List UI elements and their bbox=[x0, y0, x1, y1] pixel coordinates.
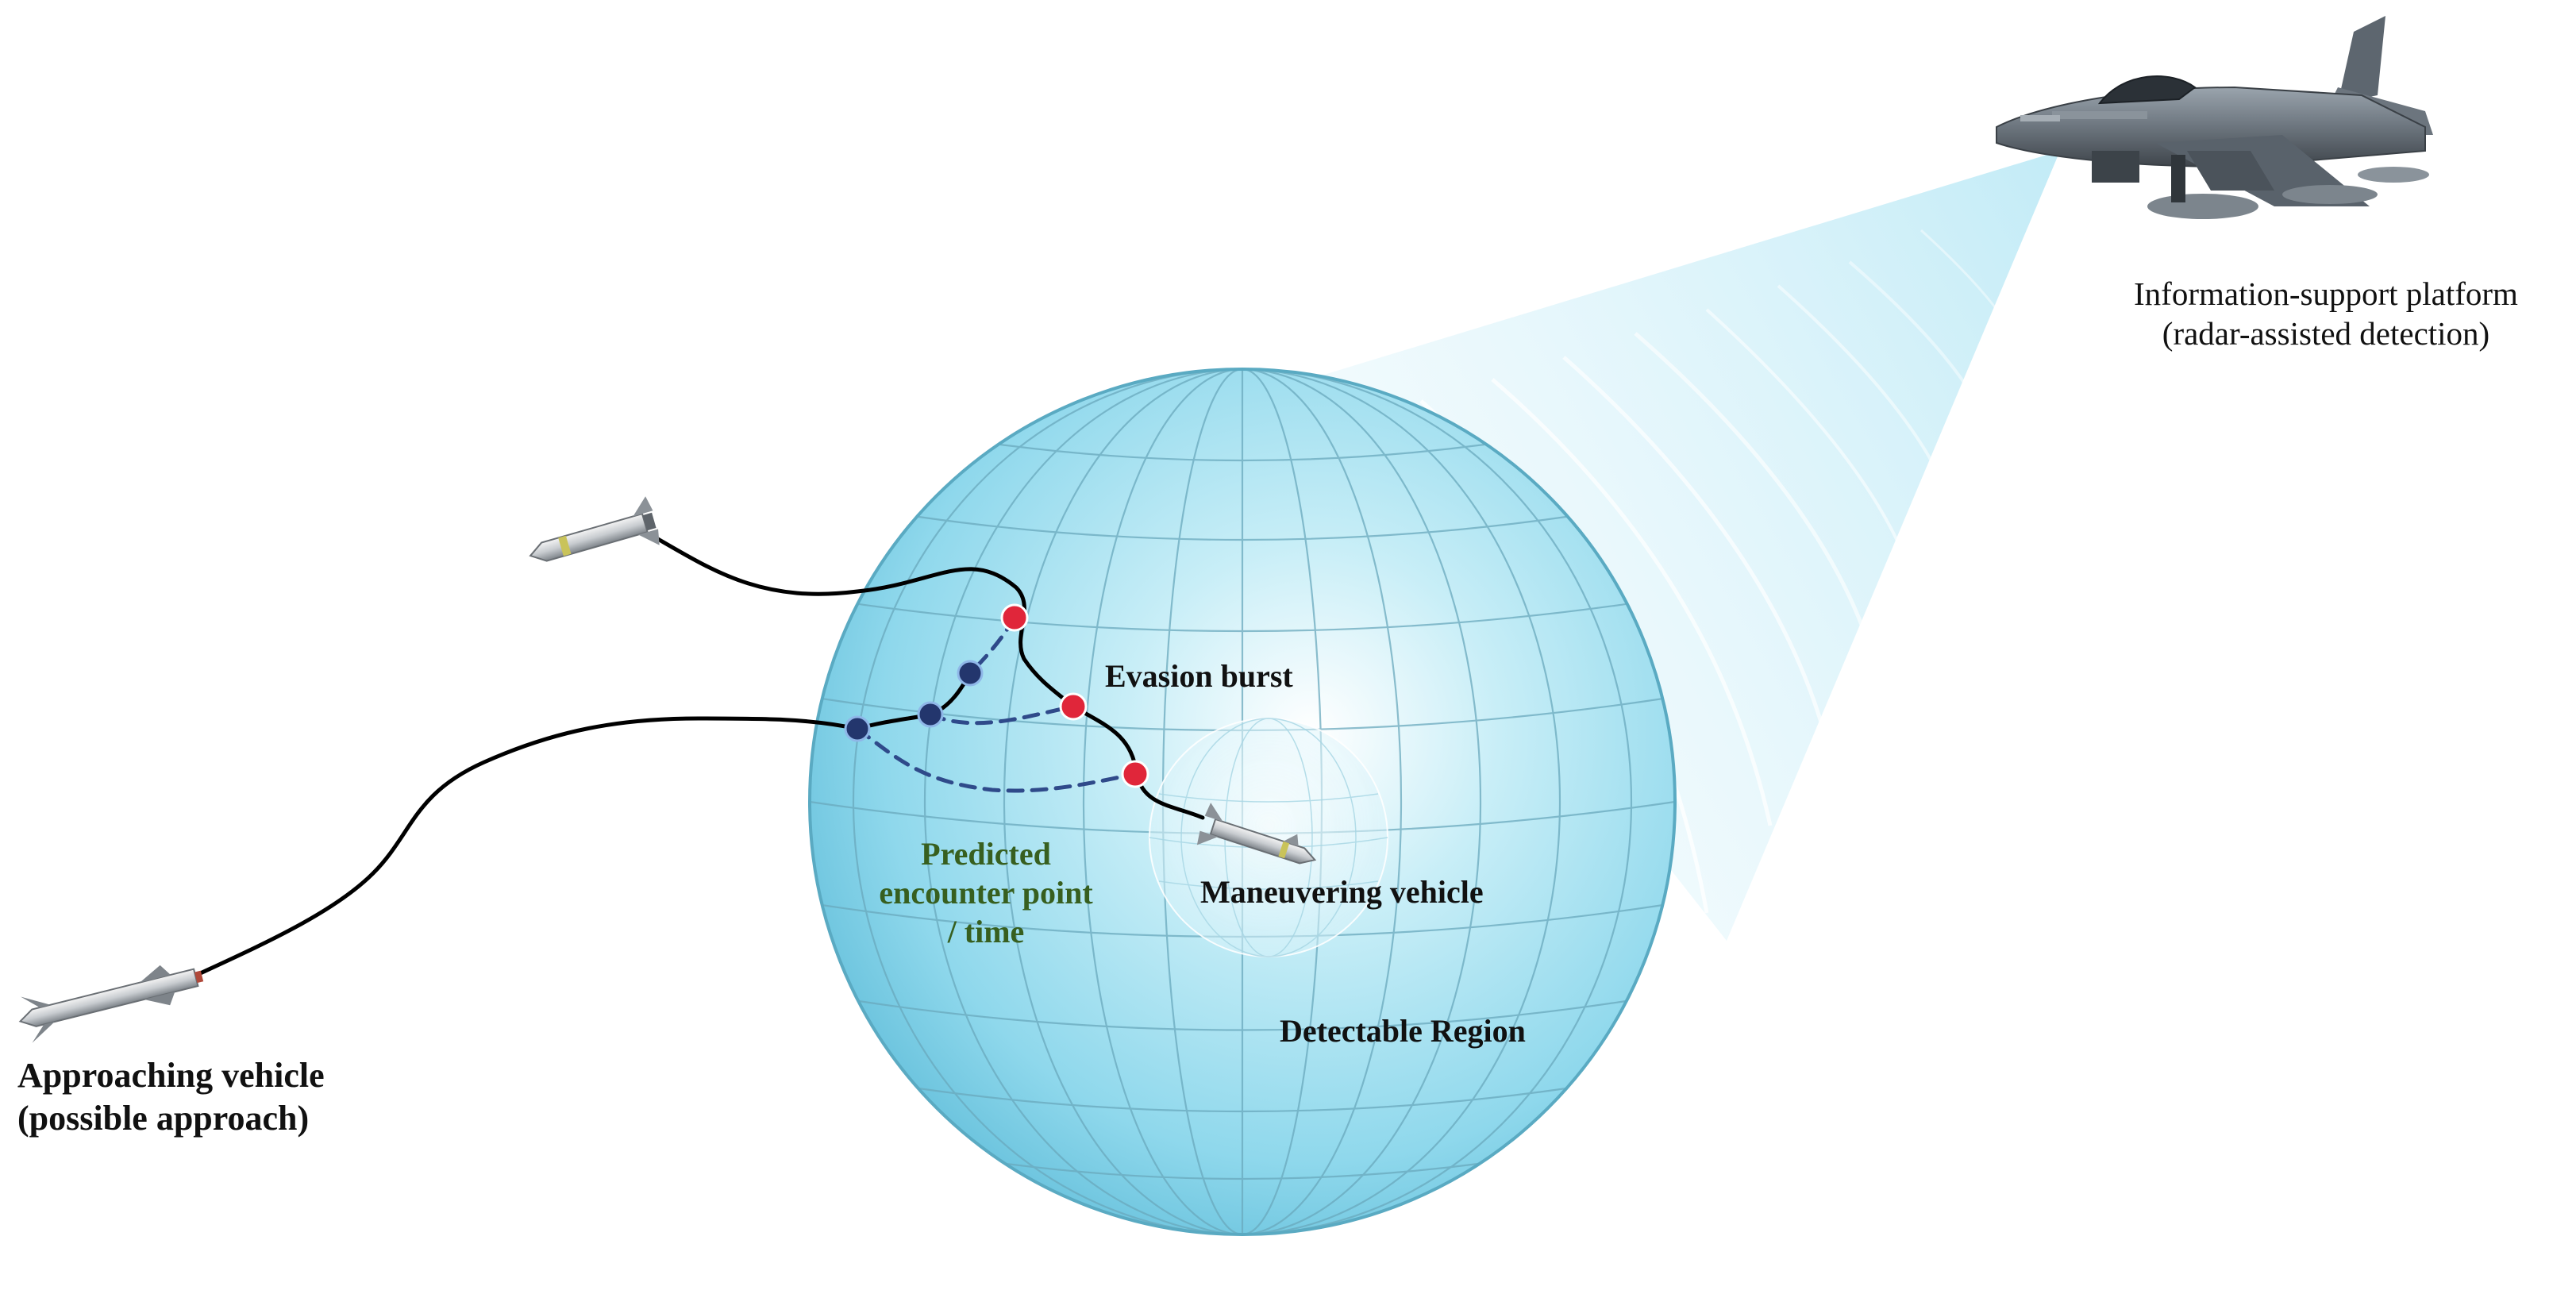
missile-icon bbox=[529, 496, 660, 562]
approach-label-line1: Approaching vehicle bbox=[17, 1056, 325, 1095]
approach-label-line2: (possible approach) bbox=[17, 1098, 310, 1138]
evasion-burst-label: Evasion burst bbox=[1105, 658, 1293, 694]
fighter-jet-icon bbox=[1996, 16, 2433, 219]
predicted-label-line1: Predicted bbox=[921, 836, 1051, 872]
platform-label-line1: Information-support platform bbox=[2134, 275, 2518, 312]
missile-icon bbox=[18, 965, 204, 1043]
red-node bbox=[1121, 760, 1149, 788]
red-node bbox=[1000, 603, 1029, 632]
encounter-nodes bbox=[844, 603, 1149, 788]
predicted-encounter-label: Predicted encounter point / time bbox=[859, 835, 1113, 951]
predicted-label-line2: encounter point bbox=[879, 874, 1093, 911]
red-node bbox=[1059, 692, 1088, 721]
approach-vehicle-trajectory bbox=[194, 671, 972, 977]
blue-node bbox=[917, 701, 944, 728]
maneuvering-vehicle-label: Maneuvering vehicle bbox=[1200, 874, 1484, 910]
blue-node bbox=[957, 660, 984, 687]
predicted-label-line3: / time bbox=[947, 913, 1025, 949]
approaching-vehicle-label: Approaching vehicle (possible approach) bbox=[17, 1054, 325, 1139]
platform-label: Information-support platform (radar-assi… bbox=[2116, 274, 2536, 353]
detectable-region-label: Detectable Region bbox=[1280, 1013, 1526, 1049]
platform-label-line2: (radar-assisted detection) bbox=[2162, 315, 2490, 352]
blue-node bbox=[844, 715, 871, 742]
missile-icon bbox=[1196, 803, 1317, 865]
